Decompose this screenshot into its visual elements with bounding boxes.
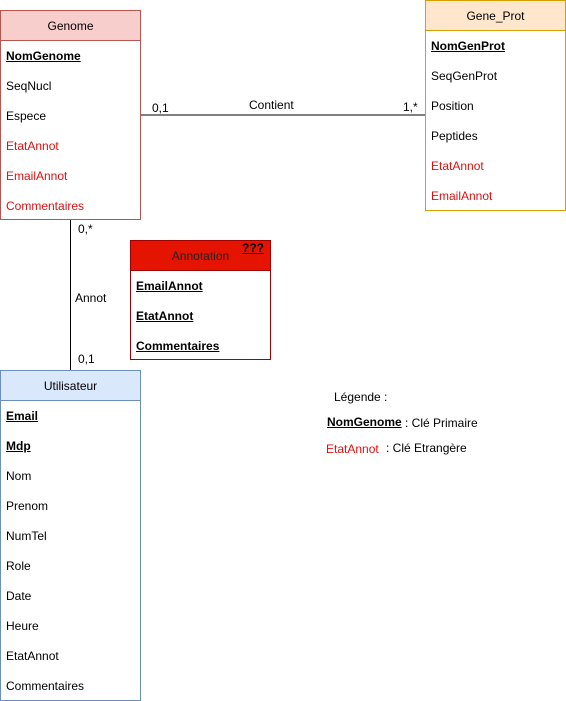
annotation-badge: ??? [242, 241, 264, 255]
field-emailannot[interactable]: EmailAnnot [6, 169, 68, 183]
field-nom[interactable]: Nom [6, 469, 32, 483]
field-peptides[interactable]: Peptides [431, 129, 478, 143]
legend-fk-desc: : Clé Etrangère [386, 441, 467, 455]
field-mdp[interactable]: Mdp [6, 439, 31, 453]
field-email[interactable]: Email [6, 409, 39, 423]
legend-title: Légende : [334, 390, 388, 404]
field-commentaires[interactable]: Commentaires [6, 199, 85, 213]
legend-pk-desc: : Clé Primaire [405, 416, 478, 430]
annot-card-top: 0,* [78, 222, 93, 236]
field-prenom[interactable]: Prenom [6, 499, 49, 513]
field-etatannot[interactable]: EtatAnnot [136, 309, 194, 323]
field-espece[interactable]: Espece [6, 109, 47, 123]
contient-card-right: 1,* [403, 100, 418, 114]
field-etatannot[interactable]: EtatAnnot [6, 649, 59, 663]
field-commentaires[interactable]: Commentaires [136, 339, 220, 353]
field-nomgenprot[interactable]: NomGenProt [431, 39, 506, 53]
field-heure[interactable]: Heure [6, 619, 39, 633]
entity-annotation-header: Annotation ??? [131, 241, 270, 271]
entity-utilisateur-title: Utilisateur [1, 371, 140, 401]
annot-label[interactable]: Annot [75, 291, 107, 305]
field-role[interactable]: Role [6, 559, 31, 573]
legend-pk-example: NomGenome [327, 415, 402, 429]
field-etatannot[interactable]: EtatAnnot [431, 159, 484, 173]
contient-card-left: 0,1 [152, 101, 169, 115]
field-date[interactable]: Date [6, 589, 32, 603]
field-commentaires[interactable]: Commentaires [6, 679, 85, 693]
entity-genome-title: Genome [1, 11, 140, 41]
entity-annotation-title: Annotation [171, 249, 230, 263]
field-numtel[interactable]: NumTel [6, 529, 47, 543]
legend-fk-example: EtatAnnot [326, 442, 379, 456]
annot-card-bottom: 0,1 [78, 352, 95, 366]
field-emailannot[interactable]: EmailAnnot [136, 279, 203, 293]
field-emailannot[interactable]: EmailAnnot [431, 189, 493, 203]
entity-gene-prot-title: Gene_Prot [426, 1, 565, 31]
field-nomgenome[interactable]: NomGenome [6, 49, 81, 63]
field-seqnucl[interactable]: SeqNucl [6, 79, 52, 93]
contient-label[interactable]: Contient [249, 98, 294, 112]
field-position[interactable]: Position [431, 99, 474, 113]
field-seqgenprot[interactable]: SeqGenProt [431, 69, 498, 83]
field-etatannot[interactable]: EtatAnnot [6, 139, 59, 153]
